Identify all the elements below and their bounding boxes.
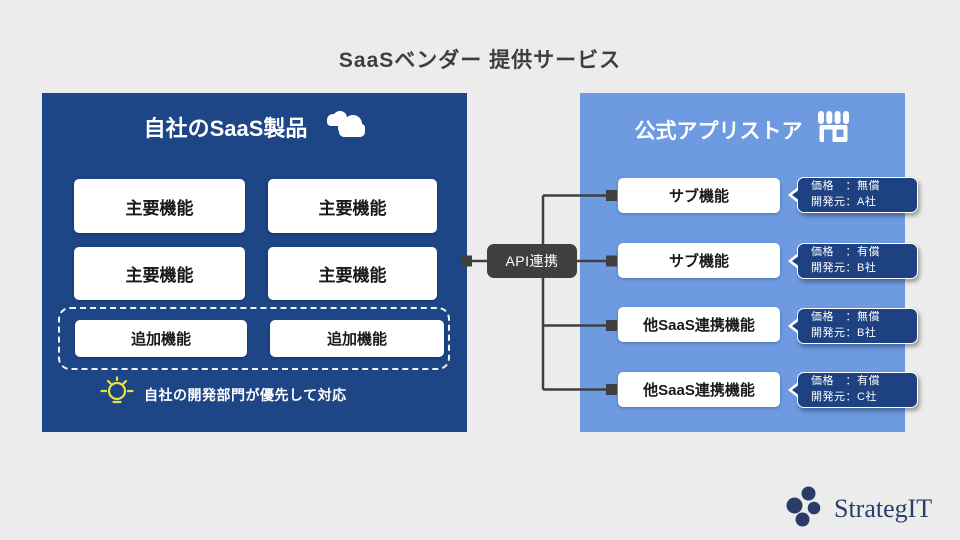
lightbulb-icon [100,376,134,413]
app-info-tag: 価格 ：有償 開発元：C社 [797,372,918,408]
app-store-panel-title: 公式アプリストア [634,120,803,143]
cloud-icon [321,109,366,145]
app-price: 価格 ：有償 [811,246,880,259]
api-link-label: API連携 [487,244,577,278]
storefront-icon [817,109,851,151]
app-price: 価格 ：無償 [811,311,880,324]
app-developer: 開発元：C社 [811,391,877,403]
strategit-logo-icon [786,485,826,534]
app-info-tag: 価格 ：無償 開発元：A社 [797,177,918,213]
main-feature-box: 主要機能 [74,179,245,233]
diagram-title: SaaSベンダー 提供サービス [338,49,622,72]
app-developer: 開発元：B社 [811,327,877,339]
additional-feature-box: 追加機能 [75,320,247,357]
app-info-tag: 価格 ：無償 開発元：B社 [797,308,918,344]
own-saas-panel-header: 自社のSaaS製品 [42,109,467,145]
app-info-tag: 価格 ：有償 開発元：B社 [797,243,918,279]
app-developer: 開発元：A社 [811,196,877,208]
store-app-box: 他SaaS連携機能 [618,372,780,407]
own-saas-panel-title: 自社のSaaS製品 [143,116,308,141]
additional-feature-box: 追加機能 [270,320,444,357]
strategit-logo-text: StrategIT [834,494,933,523]
own-saas-panel: 自社のSaaS製品 主要機能 主要機能 主要機能 主要機能 追加機能 追加機能 [42,93,467,432]
priority-note-text: 自社の開発部門が優先して対応 [144,386,347,403]
app-price: 価格 ：有償 [811,375,880,388]
store-app-box: サブ機能 [618,243,780,278]
additional-features-group: 追加機能 追加機能 [58,307,450,370]
app-price: 価格 ：無償 [811,180,880,193]
strategit-logo: StrategIT [786,486,932,532]
main-feature-box: 主要機能 [74,247,245,300]
store-app-box: サブ機能 [618,178,780,213]
app-developer: 開発元：B社 [811,262,877,274]
app-store-panel-header: 公式アプリストア [580,109,905,151]
priority-note: 自社の開発部門が優先して対応 [100,376,347,413]
main-feature-box: 主要機能 [268,247,437,300]
store-app-box: 他SaaS連携機能 [618,307,780,342]
main-feature-box: 主要機能 [268,179,437,233]
